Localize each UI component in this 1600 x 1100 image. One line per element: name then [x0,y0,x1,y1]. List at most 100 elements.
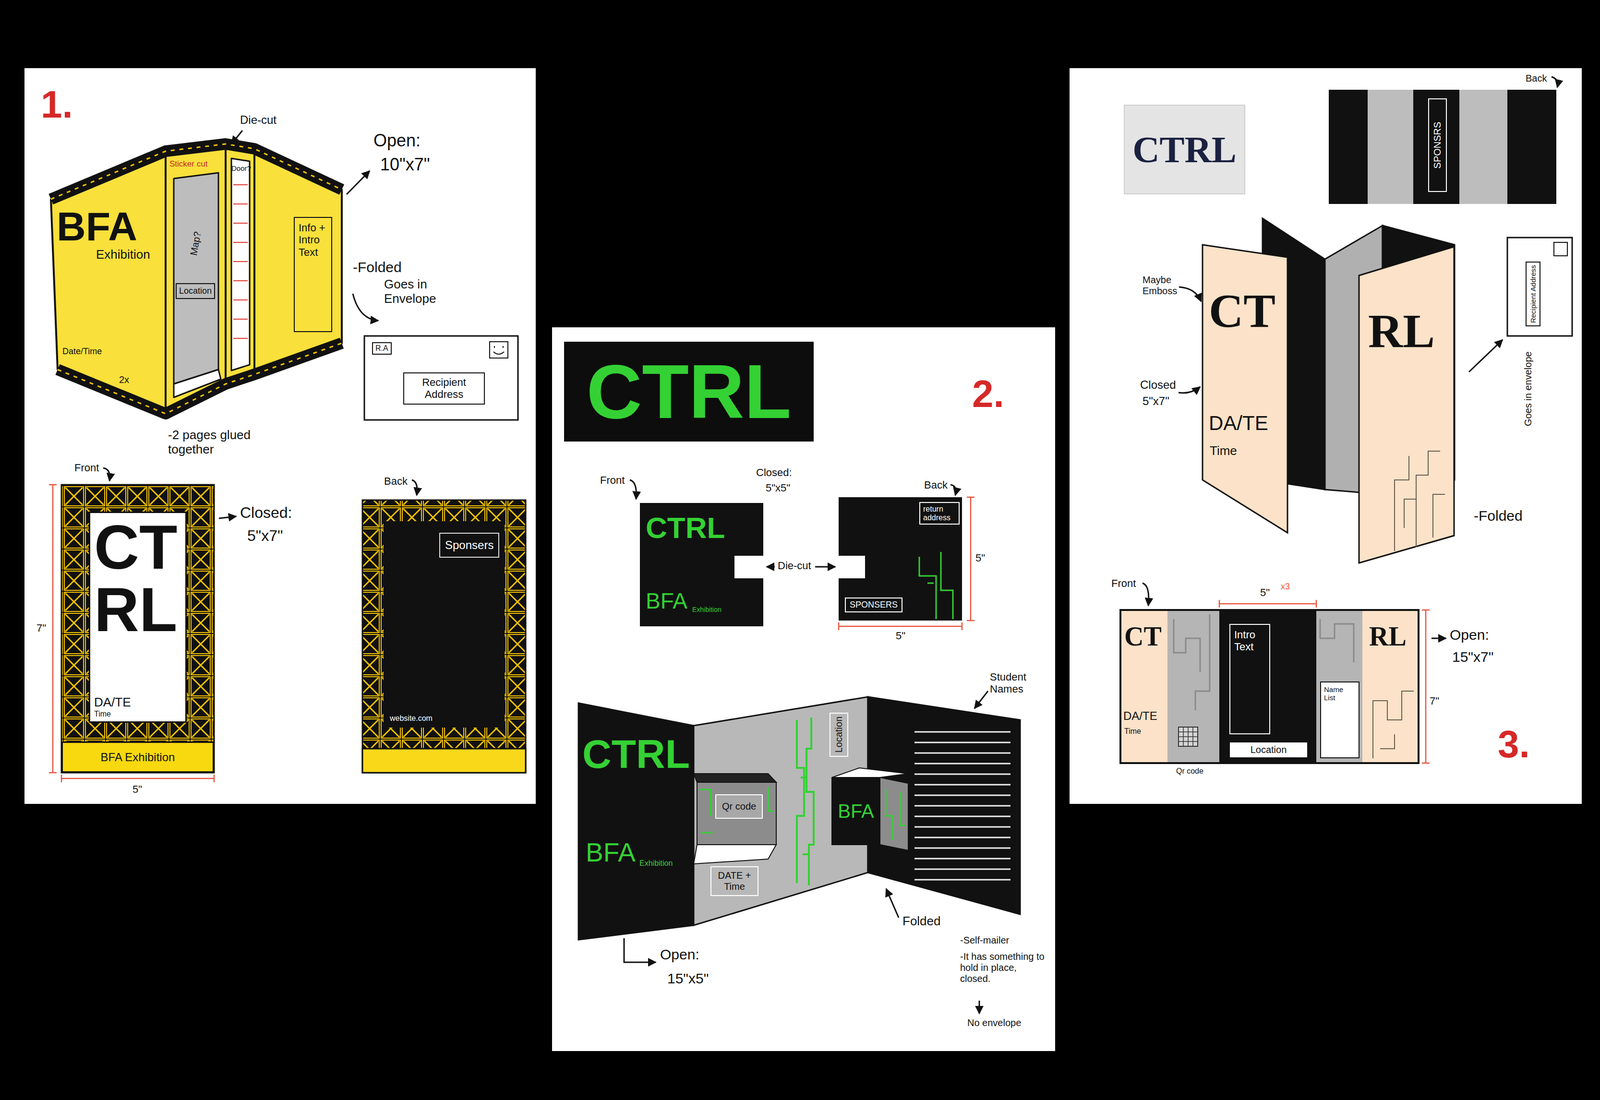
node-text: CT [1124,623,1162,650]
dimension-line [838,622,963,631]
note: Open: [373,130,421,151]
border-band [50,144,342,200]
door-cutout [231,158,250,371]
address-box: Recipient Address [1525,261,1541,327]
dimension: 5"x5" [765,481,791,494]
dimension-line [48,484,215,783]
circuit-lines [796,717,814,886]
dimension: 5" [1260,586,1270,599]
name-list-box: Name List [1320,681,1360,759]
node-text: CTRL [1132,129,1237,171]
node-text: SPONSRS [1431,121,1444,169]
dimension: 10"x7" [380,154,431,175]
node-text: BFA [837,800,875,823]
qr-grid [1178,727,1198,747]
pointer-arrow [766,566,775,568]
pointer-arrow [974,691,988,709]
back-card [838,497,963,621]
node-text: BFA [645,588,688,614]
flat-strip [1120,610,1419,764]
stamp-face [493,346,505,355]
strip-panel [1167,610,1220,764]
popup-floor [693,844,777,865]
node-text: DATE + Time [715,870,754,893]
qr-box: Qr code [715,794,763,819]
return-address-box: R.A [372,342,392,355]
dimension: 15"x7" [1452,649,1494,666]
popup-cube [831,777,880,845]
maze-lines [1372,691,1414,759]
pointer-arrow [1551,76,1558,88]
panel-number: 1. [40,82,73,127]
view-label: Front [1111,577,1136,590]
node-text: Info + Intro Text [298,221,328,259]
note: Closed [1140,378,1177,392]
view-label: Back [384,475,408,488]
node-text: CTRL [582,732,690,777]
door-panel [1202,244,1288,533]
popup-top [693,773,777,783]
node-text: BFA [56,206,138,247]
cube-face: BFA [831,777,880,845]
note: Goes in envelope [1522,351,1534,427]
pointer-arrow [1468,339,1503,373]
sticker-lines [233,184,248,339]
node-text: Sponsers [445,538,494,553]
pointer-arrow [950,484,956,496]
circuit-lines [885,789,905,841]
node-text: Exhibition [692,605,722,614]
note: -Folded [352,259,402,277]
pointer-arrow [352,293,379,321]
fold-panel [867,697,1021,915]
sheet [1069,68,1582,805]
node-text: DA/TE [1208,411,1269,435]
title-band: BFA Exhibition [61,741,215,773]
note: -2 pages glued together [168,428,284,458]
fold-panel [578,703,694,940]
note: Die-cut [240,113,277,127]
node-text: Location [833,716,845,754]
dimension: x3 [1280,581,1290,592]
node-text: SPONSERS [849,600,898,611]
node-text: Exhibition [96,247,151,263]
location-box: Location [829,712,849,758]
pointer-arrow [1431,637,1446,640]
circuit-lines [699,787,774,833]
border-band [50,144,342,200]
title-banner [564,341,814,442]
info-box: Info + Intro Text [293,216,333,333]
node-text: Time [1124,727,1142,736]
pointer-arrow [629,480,637,500]
note: Open: [660,946,700,964]
stamp [489,341,508,359]
view-label: Back [924,479,948,492]
pointer-arrow [1178,386,1201,394]
pointer-arrow [231,130,243,145]
node-text: CTRL [645,511,725,545]
node-text: BFA Exhibition [100,750,176,765]
popup-cube [831,768,909,778]
strip-panel: RL [1362,610,1419,764]
node-text: DA/TE [94,695,132,710]
dimension-line [838,497,975,631]
back-strip-band [1367,89,1414,205]
note: 2x [119,374,130,386]
dimension: 5" [132,783,143,796]
sponsor-box: SPONSRS [1428,98,1447,193]
location-box: Location [175,283,216,300]
sheet [552,327,1056,1052]
texture-card [1124,105,1245,194]
dimension-line [1219,600,1317,608]
pointer-arrow [624,938,656,963]
pointer-arrow [346,170,370,195]
back-strip [1328,89,1557,205]
dimension-line [48,484,57,773]
node-text: return address [923,505,956,522]
note: Die-cut [777,559,812,572]
note: Closed: [756,466,793,479]
strip-panel [1316,610,1363,764]
door-panel: CTDA/TETime [1202,244,1288,533]
dimension: 5"x7" [247,527,283,545]
popup-wall [697,782,777,845]
